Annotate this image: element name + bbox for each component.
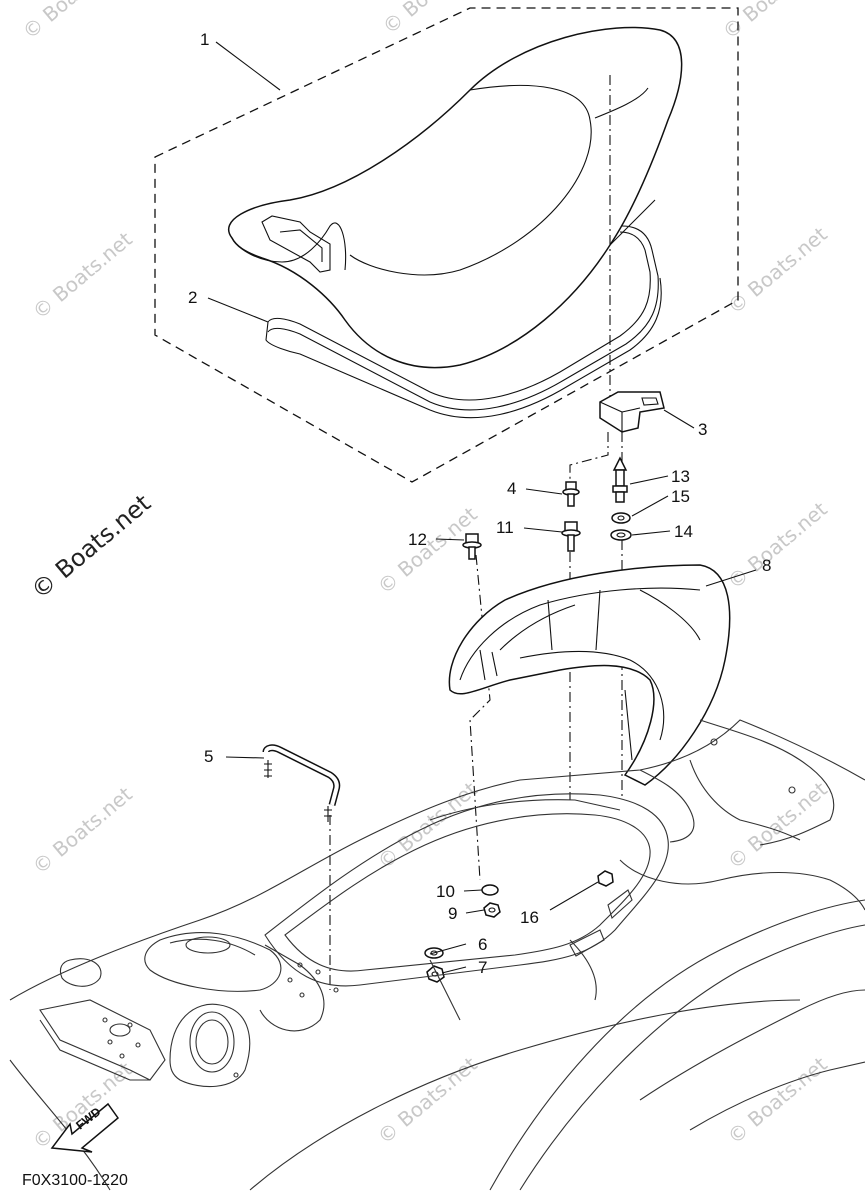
callout-13: 13	[671, 467, 690, 486]
callout-6: 6	[478, 935, 487, 954]
callout-11: 11	[496, 518, 514, 537]
nut-16	[597, 870, 614, 887]
callout-9: 9	[448, 904, 457, 923]
callout-1: 1	[200, 30, 209, 49]
watermark: © Boats.net	[18, 0, 127, 44]
washer-15	[611, 512, 631, 524]
washer-15-hole	[617, 515, 625, 521]
watermark: © Boats.net	[28, 782, 137, 879]
callout-8: 8	[762, 556, 771, 575]
hull-deck	[9, 719, 865, 1191]
washer-14-hole	[616, 532, 626, 538]
nut-9	[483, 902, 501, 918]
leader-lines	[207, 41, 757, 974]
watermark: © Boats.net	[723, 777, 832, 874]
bolt-12	[462, 533, 482, 560]
seat-tray	[448, 564, 731, 786]
seat-hook-bracket	[599, 391, 665, 433]
watermark: © Boats.net	[723, 1052, 832, 1149]
watermark: © Boats.net	[718, 0, 827, 44]
watermark: © Boats.net	[723, 497, 832, 594]
hook-pin	[612, 456, 628, 503]
callout-3: 3	[698, 420, 707, 439]
callout-12: 12	[408, 530, 427, 549]
callout-4: 4	[507, 479, 516, 498]
bolt-4	[562, 481, 580, 507]
diagram-code: F0X3100-1220	[22, 1172, 128, 1189]
washer-14	[610, 529, 632, 541]
watermark: © Boats.net	[28, 227, 137, 324]
watermark: © Boats.net	[378, 0, 487, 39]
callout-2: 2	[188, 288, 197, 307]
hull-rivets	[102, 738, 796, 1078]
callout-7: 7	[478, 958, 487, 977]
boats-net-watermark: © Boats.net	[26, 489, 156, 605]
callout-10: 10	[436, 882, 455, 901]
watermark: © Boats.net	[723, 222, 832, 319]
nut-7	[426, 965, 445, 983]
seat-assembly-box	[154, 7, 739, 483]
grab-handle	[262, 744, 341, 822]
callout-15: 15	[671, 487, 690, 506]
callout-16: 16	[520, 908, 539, 927]
seat-base-frame	[265, 225, 662, 419]
seat-cushion	[228, 26, 683, 369]
callout-5: 5	[204, 747, 213, 766]
callout-14: 14	[674, 522, 693, 541]
callout-labels: 1 2 3 4 5 6 7 8 9 10 11 12 13 14 15 16	[188, 30, 771, 977]
watermark: © Boats.net	[373, 1052, 482, 1149]
watermark: © Boats.net	[373, 502, 482, 599]
nut-10	[481, 884, 499, 896]
bolt-11	[561, 521, 581, 552]
